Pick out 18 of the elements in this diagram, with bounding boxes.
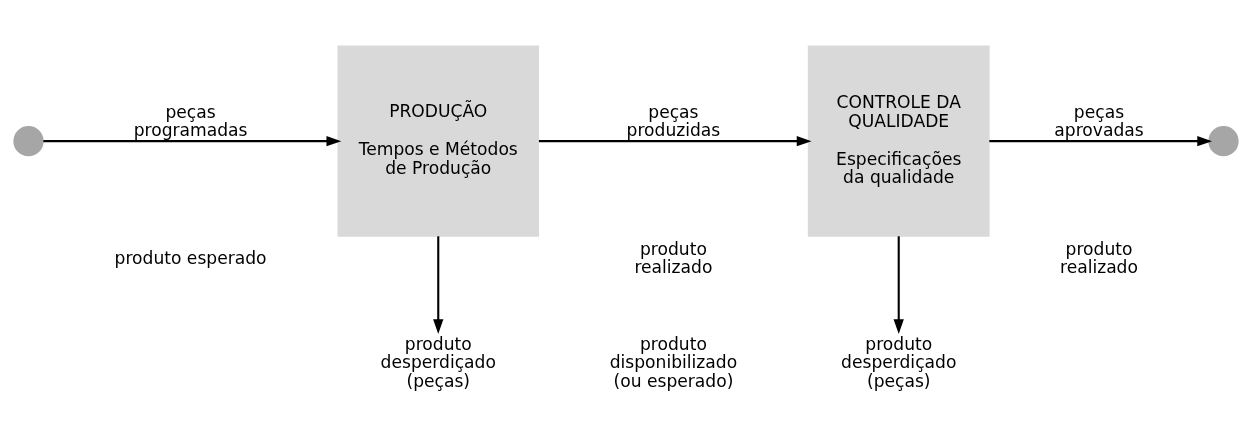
node-box: PRODUÇÃO Tempos e Métodos de Produção [337,45,540,237]
label: produto esperado [114,248,267,269]
label: produto realizado [1060,238,1138,278]
arrow [43,135,342,147]
label: produto disponibilizado (ou esperado) [609,333,738,391]
node-circle [13,126,44,157]
node-text: produto desperdiçado (peças) [380,333,496,391]
edge-label: peças produzidas [626,101,721,141]
arrow [433,236,444,334]
edge-label: peças aprovadas [1054,101,1144,141]
edge-label: peças programadas [133,101,248,141]
label: produto realizado [634,238,713,278]
arrow [989,135,1213,147]
arrow [893,236,904,334]
node-box: CONTROLE DA QUALIDADE Especificações da qualidade [807,45,990,237]
node-text: produto desperdiçado (peças) [841,333,957,391]
node-circle [1208,126,1239,157]
arrow [538,135,812,147]
